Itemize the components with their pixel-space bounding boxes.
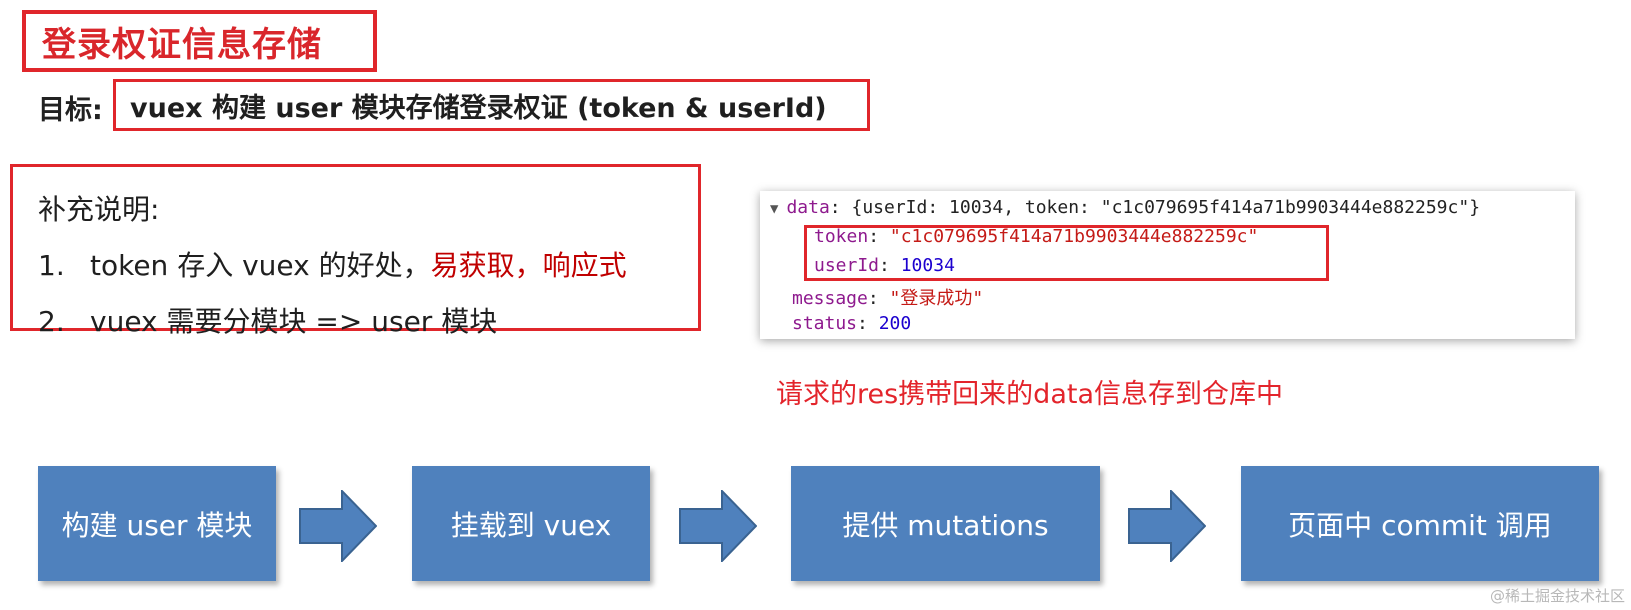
console-colon: : [868,226,890,247]
note-text: token 存入 vuex 的好处， [90,249,431,282]
caption-text: 请求的res携带回来的data信息存到仓库中 [776,379,1284,410]
expand-triangle-icon[interactable]: ▼ [770,201,779,217]
console-highlight-box [804,225,1329,281]
console-colon: : [867,288,890,309]
note-highlight: 易获取，响应式 [430,249,627,282]
console-data-line[interactable]: ▼ data: {userId: 10034, token: "c1c079695… [770,197,1480,218]
watermark: @稀土掘金技术社区 [1489,587,1625,605]
note-number: 1. [38,249,65,282]
goal-label: 目标: [38,95,103,126]
flow-arrow-icon [679,490,757,562]
flow-step-2: 挂载到 vuex [412,466,650,581]
console-output-panel: ▼ data: {userId: 10034, token: "c1c079695… [760,191,1575,339]
console-token-value: "c1c079695f414a71b9903444e882259c" [889,226,1259,247]
console-status-line: status: 200 [792,313,911,334]
console-colon: : [857,313,879,334]
note-item-2: 2. vuex 需要分模块 => user 模块 [38,300,497,340]
console-colon: : [879,255,901,276]
notes-box [10,164,701,331]
flow-step-4: 页面中 commit 调用 [1241,466,1599,581]
note-item-1: 1. token 存入 vuex 的好处，易获取，响应式 [38,244,627,284]
flow-arrow-icon [299,490,377,562]
console-userid-line: userId: 10034 [814,255,955,276]
console-key: token [814,226,869,247]
console-colon: : [829,197,852,218]
title-box: 登录权证信息存储 [22,10,377,72]
page-title: 登录权证信息存储 [42,24,322,65]
console-key: status [792,313,858,334]
console-token-line: token: "c1c079695f414a71b9903444e882259c… [814,226,1258,247]
console-data-summary: {userId: 10034, token: "c1c079695f414a71… [851,197,1481,218]
console-message-line: message: "登录成功" [792,284,983,310]
note-text: vuex 需要分模块 => user 模块 [90,305,498,338]
goal-text: vuex 构建 user 模块存储登录权证 (token & userId) [130,92,827,124]
console-status-value: 200 [878,313,912,334]
console-key: userId [814,255,880,276]
notes-heading: 补充说明: [38,193,160,226]
flow-arrow-icon [1128,490,1206,562]
console-message-value: "登录成功" [889,288,984,309]
console-key: data [786,197,830,218]
console-userid-value: 10034 [900,255,955,276]
flow-step-3: 提供 mutations [791,466,1100,581]
flow-step-1: 构建 user 模块 [38,466,276,581]
note-number: 2. [38,305,65,338]
console-key: message [792,288,868,309]
goal-box: vuex 构建 user 模块存储登录权证 (token & userId) [113,79,870,131]
